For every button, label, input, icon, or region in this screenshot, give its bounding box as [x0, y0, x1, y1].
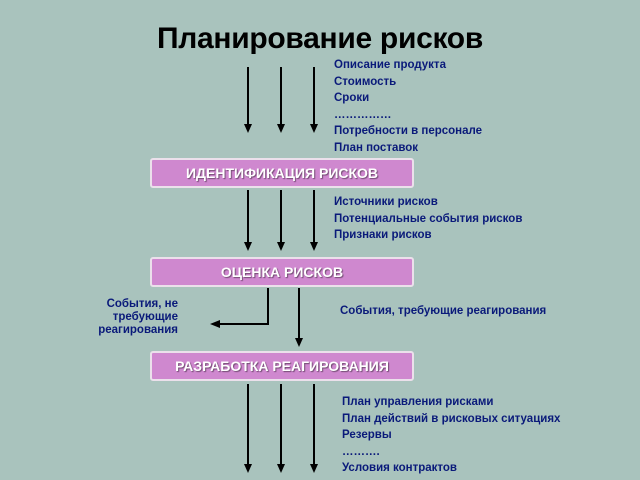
- response-box: РАЗРАБОТКА РЕАГИРОВАНИЯ: [150, 351, 414, 381]
- input-item: План поставок: [334, 141, 419, 154]
- events-requiring-response: События, требующие реагирования: [340, 305, 547, 317]
- identification-output-item: Источники рисков: [334, 196, 438, 208]
- events-not-requiring-response: События, не требующие реагирования: [98, 298, 178, 336]
- identification-output-arrows: [244, 190, 318, 251]
- identification-output-item: Потенциальные события рисков: [334, 212, 523, 225]
- input-item: Описание продукта: [334, 59, 446, 71]
- assessment-box: ОЦЕНКА РИСКОВ: [150, 257, 414, 287]
- response-output-arrows: [244, 384, 318, 473]
- response-output-item: Условия контрактов: [342, 462, 458, 475]
- input-item: ……………: [334, 108, 392, 121]
- identification-box: ИДЕНТИФИКАЦИЯ РИСКОВ: [150, 158, 414, 188]
- assessment-output-arrows: [210, 288, 303, 347]
- input-item: Потребности в персонале: [334, 125, 483, 138]
- input-arrows: [244, 67, 318, 133]
- response-output-item: Резервы: [342, 429, 392, 442]
- identification-output-item: Признаки рисков: [334, 229, 432, 242]
- input-list: Описание продукта Стоимость Сроки …………… …: [334, 57, 482, 157]
- response-output-item: План управления рисками: [342, 396, 494, 408]
- response-output-list: План управления рисками План действий в …: [342, 394, 560, 477]
- response-output-item: ……….: [342, 445, 380, 458]
- input-item: Сроки: [334, 92, 370, 105]
- response-output-item: План действий в рисковых ситуациях: [342, 412, 561, 425]
- page-title: Планирование рисков: [157, 22, 483, 55]
- identification-output-list: Источники рисков Потенциальные события р…: [334, 194, 522, 244]
- input-item: Стоимость: [334, 75, 397, 88]
